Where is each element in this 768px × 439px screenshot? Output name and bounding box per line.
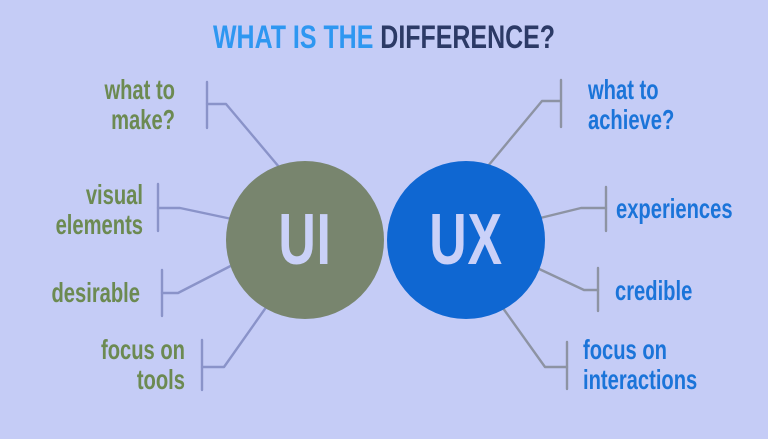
- label-experiences: experiences: [616, 194, 733, 224]
- connector-focus-on-tools: [200, 304, 269, 392]
- label-line: elements: [55, 209, 143, 240]
- label-credible: credible: [615, 276, 692, 306]
- label-line: what to: [588, 74, 659, 105]
- label-focus-on-tools: focus on tools: [52, 335, 185, 395]
- ui-circle: UI: [226, 161, 384, 319]
- connector-what-to-make: [205, 80, 292, 182]
- label-what-to-achieve: what to achieve?: [588, 75, 674, 135]
- label-line: visual: [85, 179, 143, 210]
- label-what-to-make: what to make?: [49, 75, 175, 135]
- label-line: focus on: [100, 334, 185, 365]
- label-line: achieve?: [588, 104, 675, 135]
- connector-experiences: [526, 185, 608, 233]
- ux-circle-label: UX: [429, 200, 503, 280]
- label-line: make?: [111, 104, 175, 135]
- label-line: what to: [104, 74, 175, 105]
- label-line: tools: [136, 364, 185, 395]
- label-desirable: desirable: [39, 278, 140, 308]
- label-line: credible: [615, 275, 693, 306]
- label-visual-elements: visual elements: [40, 180, 143, 240]
- ui-circle-label: UI: [278, 200, 332, 280]
- title-accent-text: WHAT IS THE: [212, 19, 374, 55]
- label-focus-on-interactions: focus on interactions: [583, 335, 697, 395]
- connector-visual-elements: [156, 182, 248, 233]
- ux-circle: UX: [387, 161, 545, 319]
- page-title: WHAT IS THE DIFFERENCE?: [84, 18, 683, 56]
- connector-focus-on-interactions: [498, 302, 569, 391]
- connector-what-to-achieve: [476, 78, 563, 180]
- title-rest-text: DIFFERENCE?: [380, 19, 556, 55]
- label-line: desirable: [51, 277, 140, 308]
- label-line: interactions: [583, 364, 698, 395]
- label-line: experiences: [616, 193, 733, 224]
- connector-desirable: [160, 254, 252, 318]
- connector-credible: [518, 258, 600, 313]
- label-line: focus on: [583, 334, 668, 365]
